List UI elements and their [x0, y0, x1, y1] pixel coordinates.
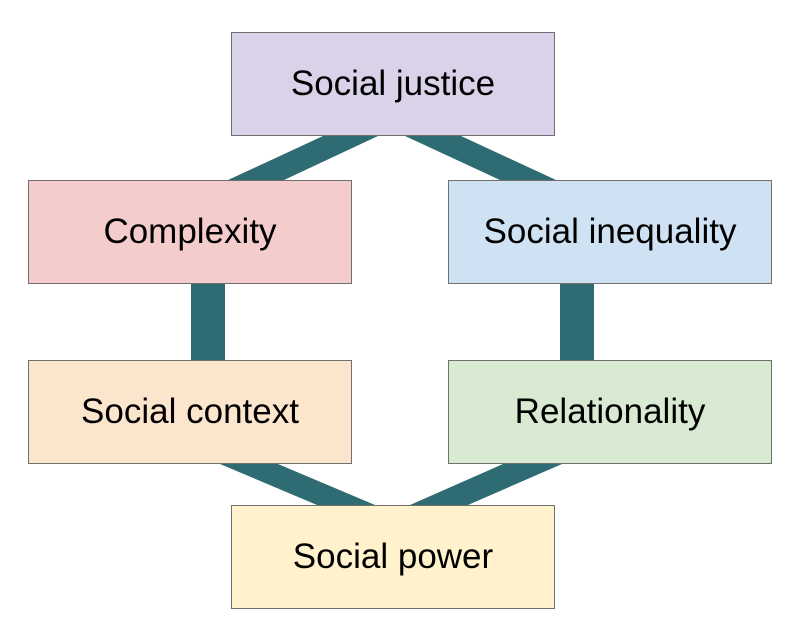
- edge-justice-inequality: [405, 136, 556, 180]
- node-social-power: Social power: [231, 505, 555, 609]
- edge-justice-complexity: [228, 136, 378, 180]
- node-label: Social inequality: [483, 212, 737, 251]
- node-label: Social context: [81, 392, 299, 431]
- node-complexity: Complexity: [28, 180, 352, 284]
- node-social-inequality: Social inequality: [448, 180, 772, 284]
- edge-complexity-context: [191, 284, 225, 360]
- node-label: Social power: [292, 537, 494, 576]
- node-social-context: Social context: [28, 360, 352, 464]
- edge-relationality-power: [410, 464, 562, 505]
- edge-inequality-relationality: [560, 284, 594, 360]
- node-label: Social justice: [290, 64, 496, 103]
- node-relationality: Relationality: [448, 360, 772, 464]
- node-label: Relationality: [514, 392, 706, 431]
- node-label: Complexity: [103, 212, 277, 251]
- edge-context-power: [220, 464, 375, 505]
- node-social-justice: Social justice: [231, 32, 555, 136]
